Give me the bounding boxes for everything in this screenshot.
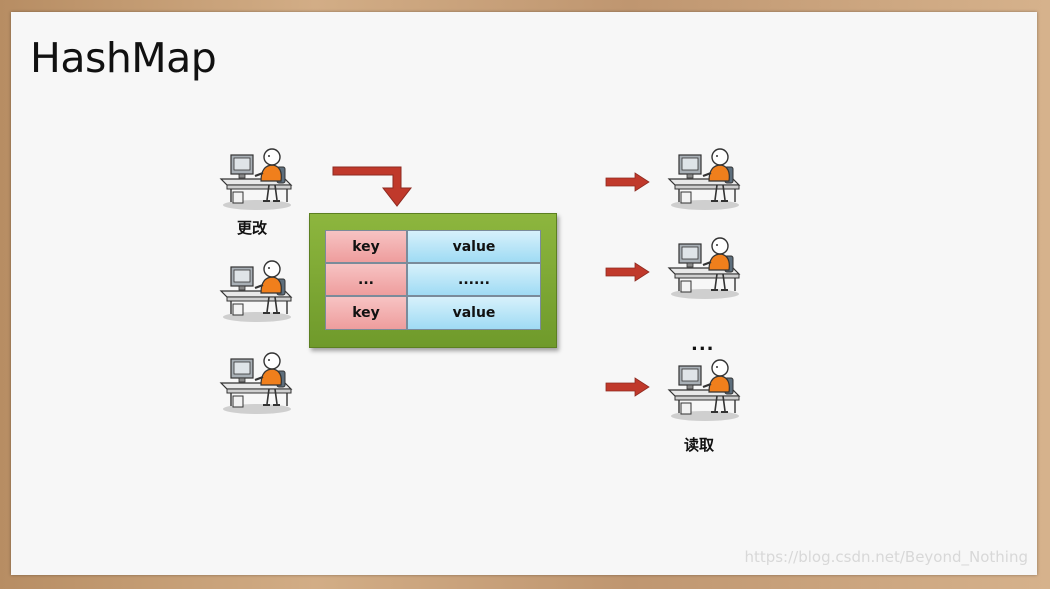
- hashmap-key-cell: ...: [325, 263, 407, 296]
- readers-ellipsis: ...: [691, 334, 715, 355]
- hashmap-value-cell: value: [407, 230, 541, 263]
- reader-worker-icon-2: [665, 234, 745, 300]
- writers-label: 更改: [237, 219, 268, 237]
- watermark: https://blog.csdn.net/Beyond_Nothing: [744, 548, 1028, 566]
- reader-worker-icon-3: [665, 356, 745, 422]
- writer-worker-icon-1: [217, 145, 297, 211]
- hashmap-value-cell: value: [407, 296, 541, 330]
- read-arrow-icon-3: [605, 377, 650, 397]
- readers-label: 读取: [684, 436, 715, 454]
- write-arrow-icon: [332, 166, 413, 207]
- reader-worker-icon-1: [665, 145, 745, 211]
- slide-title: HashMap: [30, 34, 217, 82]
- hashmap-table: key value ... ...... key value: [325, 230, 541, 330]
- writer-worker-icon-3: [217, 349, 297, 415]
- hashmap-key-cell: key: [325, 296, 407, 330]
- read-arrow-icon-1: [605, 172, 650, 192]
- hashmap-key-cell: key: [325, 230, 407, 263]
- slide: HashMap 更改 key value ... ...... key valu…: [11, 12, 1037, 575]
- read-arrow-icon-2: [605, 262, 650, 282]
- hashmap-box: key value ... ...... key value: [309, 213, 557, 348]
- writer-worker-icon-2: [217, 257, 297, 323]
- hashmap-value-cell: ......: [407, 263, 541, 296]
